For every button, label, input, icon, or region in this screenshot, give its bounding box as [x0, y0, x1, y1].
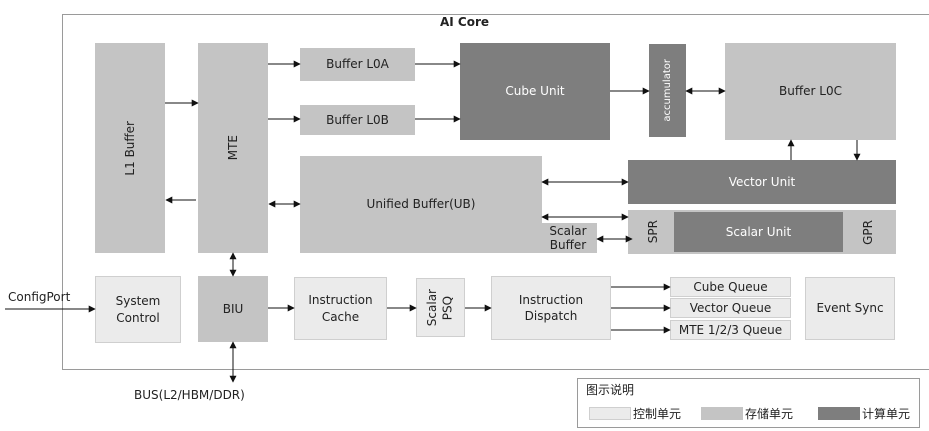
- buffer-l0c: Buffer L0C: [725, 43, 896, 140]
- unified-buffer: Unified Buffer(UB): [300, 156, 542, 253]
- buffer-l0b: Buffer L0B: [300, 105, 415, 135]
- instruction-dispatch: Instruction Dispatch: [491, 276, 611, 340]
- event-sync: Event Sync: [805, 277, 895, 340]
- accumulator: accumulator: [649, 44, 686, 137]
- cube-unit: Cube Unit: [460, 43, 610, 140]
- scalar-buffer: Scalar Buffer: [539, 223, 597, 253]
- scalar-psq: Scalar PSQ: [416, 278, 465, 337]
- biu-block: BIU: [198, 276, 268, 342]
- l1-buffer: L1 Buffer: [95, 43, 165, 253]
- legend-box: [577, 378, 920, 428]
- legend-label-storage: 存储单元: [745, 407, 794, 421]
- ai-core-frame: [62, 14, 929, 370]
- vector-queue: Vector Queue: [670, 298, 791, 318]
- mte-queue: MTE 1/2/3 Queue: [670, 320, 791, 340]
- config-port-label: ConfigPort: [8, 290, 71, 304]
- bus-label: BUS(L2/HBM/DDR): [134, 388, 245, 402]
- legend-swatch-control: [589, 407, 631, 420]
- legend-title: 图示说明: [586, 383, 635, 397]
- legend-swatch-storage: [701, 407, 743, 420]
- vector-unit: Vector Unit: [628, 160, 896, 204]
- legend-label-control: 控制单元: [633, 407, 682, 421]
- system-control: System Control: [95, 276, 181, 343]
- gpr-register: GPR: [843, 212, 893, 252]
- scalar-unit: Scalar Unit: [674, 212, 843, 252]
- buffer-l0a: Buffer L0A: [300, 48, 415, 81]
- mte-block: MTE: [198, 43, 268, 253]
- legend-label-compute: 计算单元: [862, 407, 911, 421]
- spr-register: SPR: [632, 212, 674, 252]
- instruction-cache: Instruction Cache: [294, 277, 387, 340]
- ai-core-title: AI Core: [440, 15, 490, 29]
- legend-swatch-compute: [818, 407, 860, 420]
- cube-queue: Cube Queue: [670, 277, 791, 297]
